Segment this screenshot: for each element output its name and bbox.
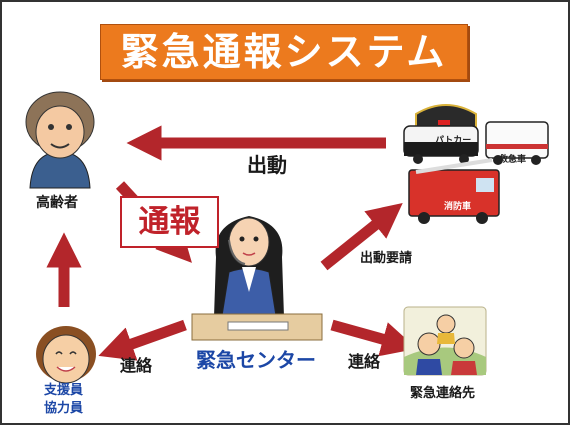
- vehicle-label-ambulance: 救急車: [499, 155, 527, 165]
- arrow-contact-left: [98, 319, 187, 361]
- arrow-label-dispatch: 出動: [247, 153, 287, 177]
- supporter-illustration: [36, 326, 96, 384]
- page-title: 緊急通報システム: [100, 24, 468, 80]
- node-label-supporter-2: 協力員: [44, 401, 84, 416]
- elderly-person-illustration: [25, 91, 95, 189]
- arrow-label-contact-right: 連絡: [348, 352, 381, 371]
- vehicles-illustration: [403, 104, 549, 224]
- arrow-dispatch-request: [320, 203, 403, 271]
- node-label-contacts: 緊急連絡先: [410, 386, 476, 401]
- arrow-label-contact-left: 連絡: [120, 356, 153, 375]
- node-label-elderly: 高齢者: [36, 195, 78, 211]
- vehicle-label-fire: 消防車: [444, 202, 472, 212]
- node-label-center: 緊急センター: [196, 348, 316, 372]
- node-label-supporter-1: 支援員: [44, 383, 84, 398]
- arrow-label-dispatch-request: 出動要請: [360, 251, 413, 266]
- operator-illustration: [191, 216, 323, 341]
- arrow-label-report: 通報: [120, 196, 219, 248]
- family-illustration: [403, 306, 487, 376]
- arrow-contact-right: [330, 319, 417, 357]
- vehicle-label-patrol: パトカー: [435, 136, 472, 146]
